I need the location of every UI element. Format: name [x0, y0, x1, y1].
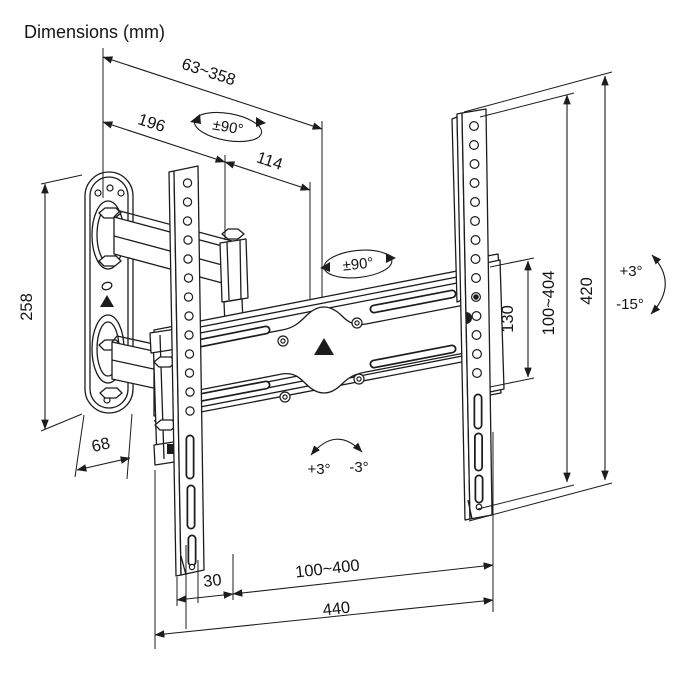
crossbar-screws [277, 317, 365, 403]
left-rail [168, 165, 205, 577]
level-arrow-arc [310, 438, 363, 456]
dimension-lines [40, 48, 666, 649]
elbow-bolt [221, 228, 245, 240]
dim-elbow-to-plate: 114 [254, 149, 285, 174]
page-title: Dimensions (mm) [24, 22, 165, 42]
right-rail [456, 108, 493, 521]
tilt-arrow-arc [650, 254, 666, 315]
label-swivel-arm: ±90° [211, 116, 244, 138]
label-level-cw: +3° [307, 461, 330, 478]
hook-plate [149, 328, 182, 466]
up-arrow-mark [100, 295, 114, 307]
dim-depth-range: 63~358 [179, 55, 237, 89]
cable-slot [101, 281, 113, 291]
crossbar-slots [191, 289, 457, 403]
crossbar [153, 263, 494, 422]
rail-latch [466, 312, 472, 324]
label-tilt-down: -15° [616, 296, 644, 313]
swivel-indicator-plate [320, 249, 396, 279]
dim-vesa-width-range: 100~400 [294, 556, 360, 581]
dim-wall-to-elbow: 196 [136, 110, 168, 136]
dim-rail-offset: 30 [202, 571, 222, 591]
dim-wall-plate-width: 68 [90, 434, 112, 456]
swivel-indicator-arm [190, 111, 266, 143]
dim-bracket-height: 420 [578, 277, 596, 305]
label-tilt-up: +3° [619, 263, 642, 280]
dim-plate-section: 130 [499, 305, 517, 333]
label-swivel-plate: ±90° [342, 254, 375, 274]
dim-vesa-height-range: 100~404 [540, 271, 558, 336]
label-level-ccw: -3° [349, 459, 368, 476]
dim-wall-plate-height: 258 [18, 293, 36, 321]
center-arrow-mark [314, 338, 334, 355]
dim-crossbar-length: 440 [322, 599, 351, 620]
elbow-block [219, 238, 249, 303]
